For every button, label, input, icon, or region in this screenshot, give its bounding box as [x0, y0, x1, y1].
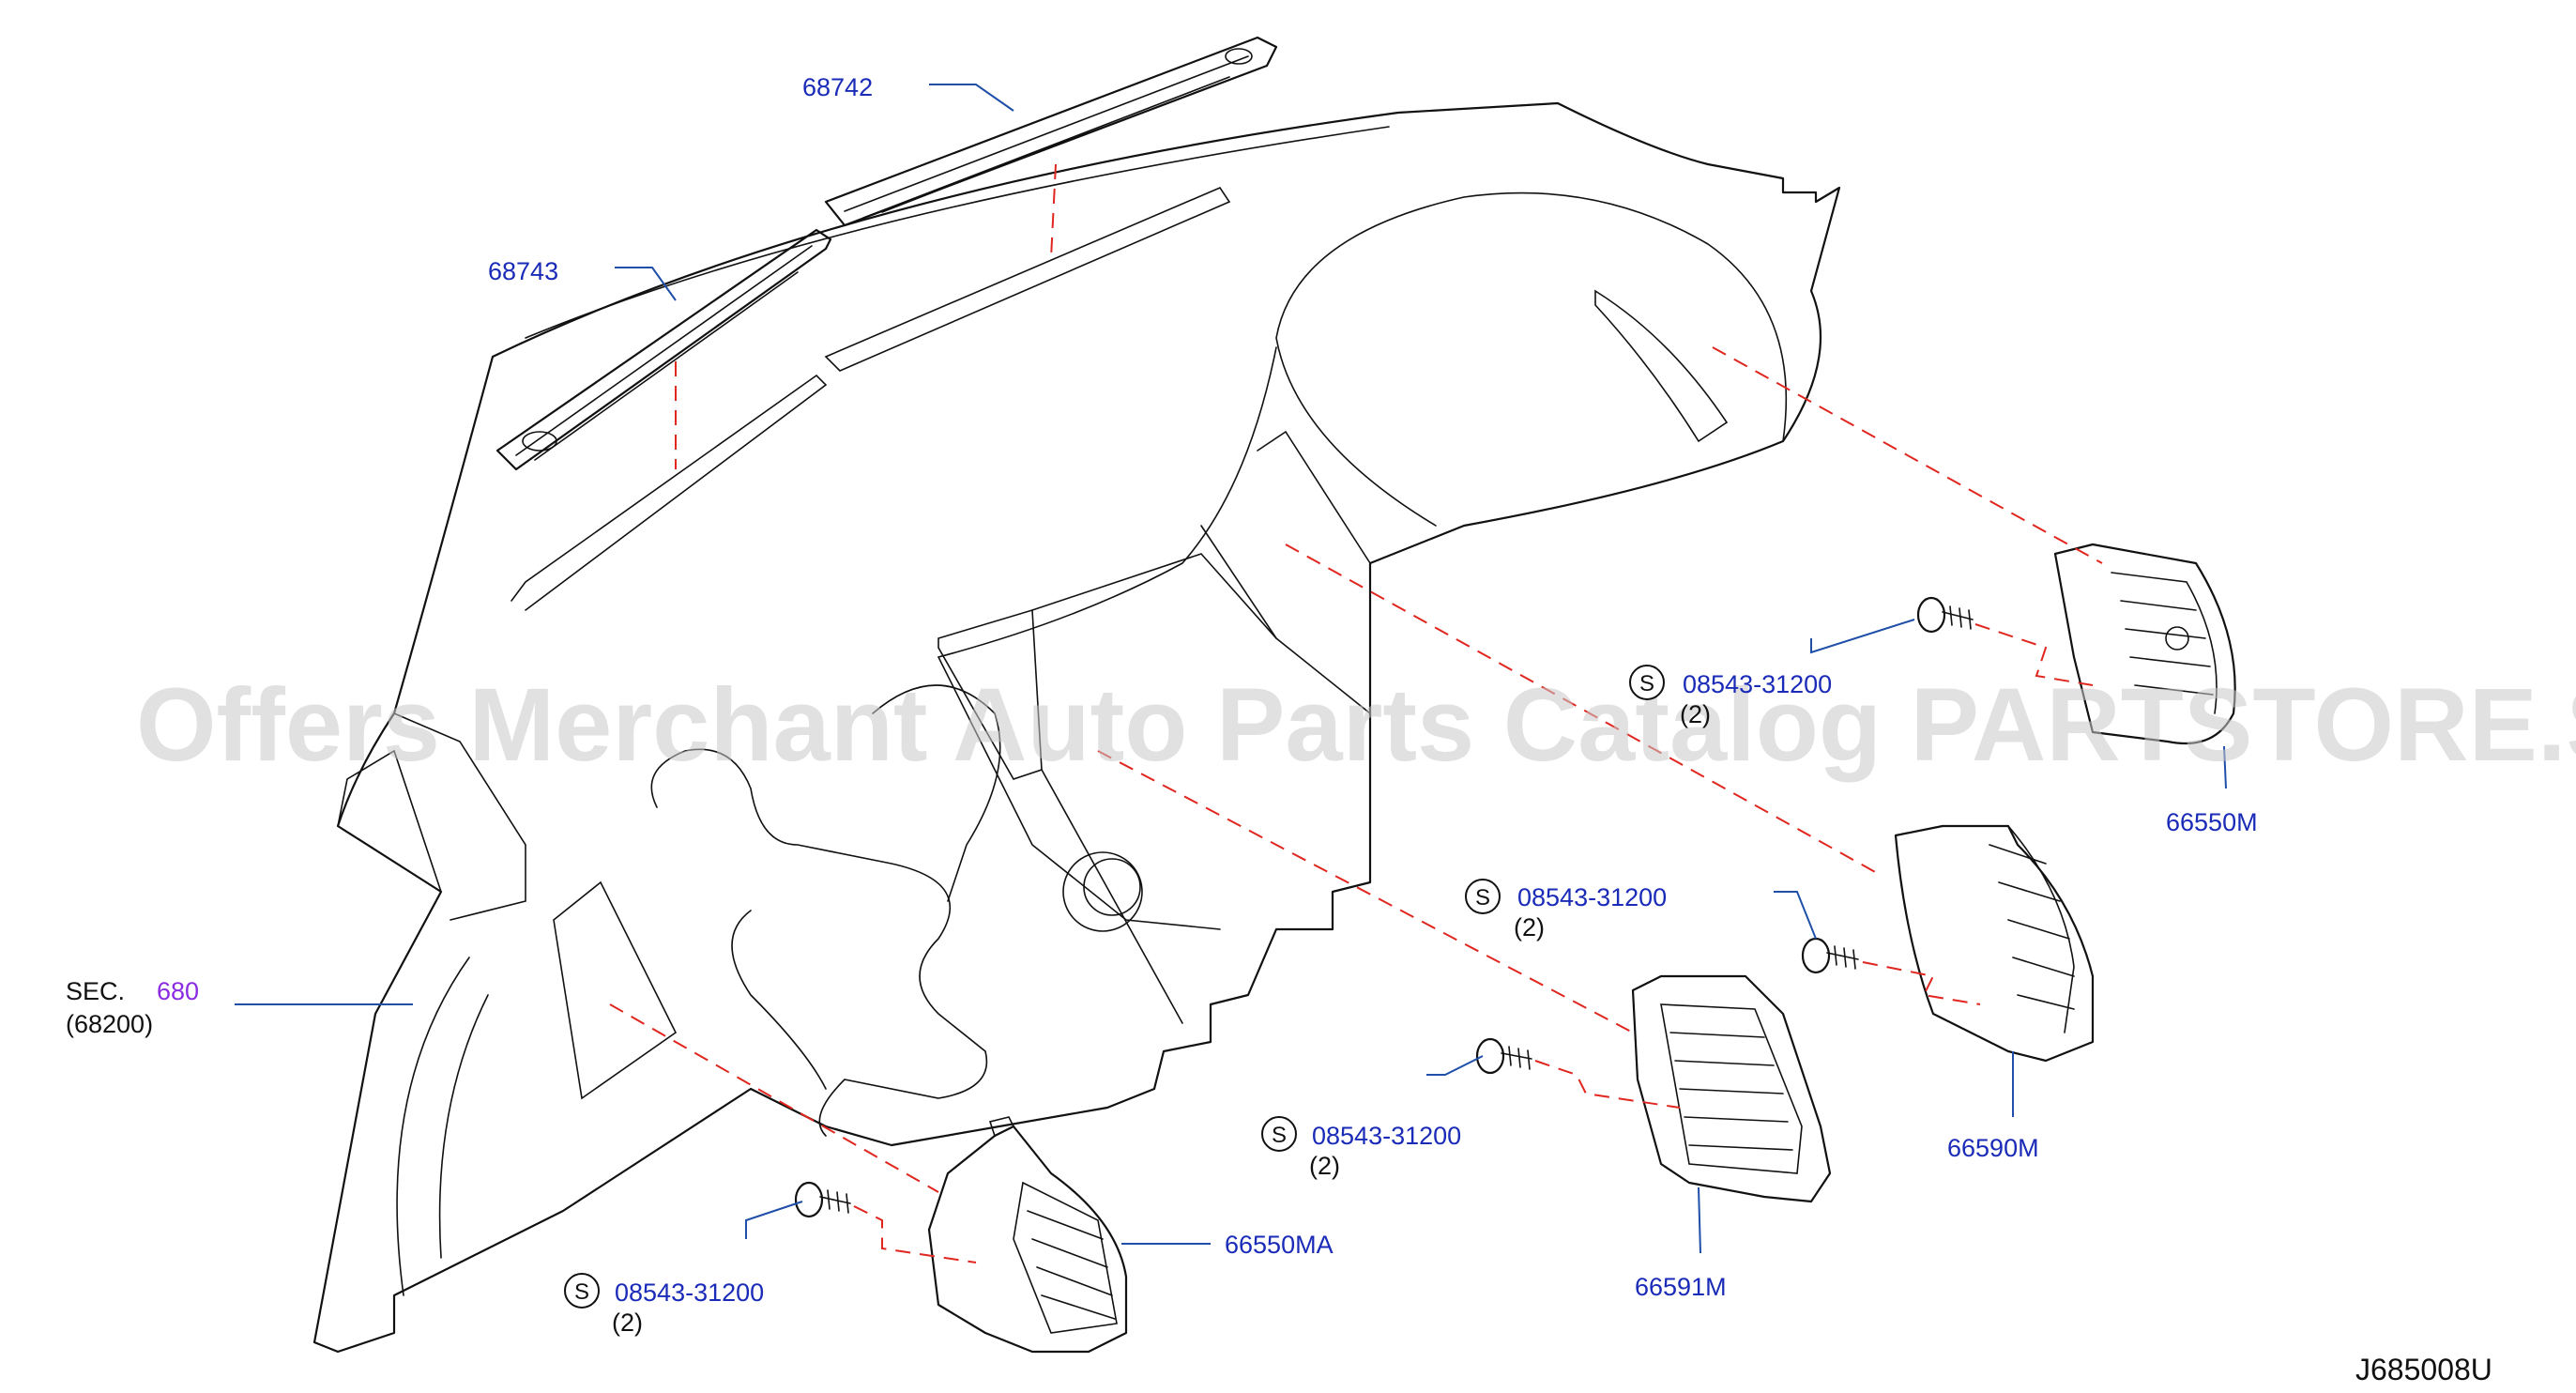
vent-66590M [1894, 824, 2095, 1063]
screw-qty-label: (2) [612, 1309, 643, 1337]
part-label-68743[interactable]: 68743 [488, 257, 558, 285]
part-label-66550M[interactable]: 66550M [2166, 808, 2258, 836]
screw-part-label[interactable]: 08543-31200 [1517, 883, 1667, 911]
screw-lower-left [794, 1181, 851, 1218]
standard-part-symbol-text: S [574, 1279, 589, 1305]
section-reference: SEC. 680 (68200) [66, 977, 199, 1038]
screw-callout-upper-right: S 08543-31200 (2) [1629, 665, 1832, 728]
standard-part-symbol-text: S [1475, 885, 1490, 911]
screw-qty-label: (2) [1309, 1152, 1340, 1180]
screw-qty-label: (2) [1514, 913, 1545, 941]
screw-part-label[interactable]: 08543-31200 [615, 1278, 764, 1307]
part-label-68742[interactable]: 68742 [802, 73, 873, 101]
section-number-link[interactable]: 680 [157, 977, 199, 1005]
diagram-code: J685008U [2355, 1353, 2492, 1386]
standard-part-symbol [1261, 1116, 1297, 1152]
section-prefix: SEC. [66, 977, 125, 1005]
vent-66550MA [927, 1116, 1128, 1354]
standard-part-symbol [564, 1273, 600, 1309]
screw-middle-right [1801, 937, 1859, 974]
part-label-66550MA[interactable]: 66550MA [1225, 1231, 1334, 1259]
screw-qty-label: (2) [1680, 700, 1711, 728]
screw-part-label[interactable]: 08543-31200 [1312, 1122, 1461, 1150]
watermark: Offers Merchant Auto Parts Catalog PARTS… [136, 667, 2576, 783]
defroster-grille-68743 [495, 228, 832, 471]
leader-lines [235, 84, 2227, 1254]
standard-part-symbol [1465, 879, 1501, 914]
screw-upper-right [1916, 596, 1974, 634]
standard-part-symbol [1629, 665, 1665, 700]
screw-callout-middle: S 08543-31200 (2) [1261, 1116, 1461, 1180]
assembly-lines [609, 163, 2103, 1263]
screw-callout-lower-left: S 08543-31200 (2) [564, 1273, 764, 1337]
standard-part-symbol-text: S [1272, 1123, 1287, 1148]
vent-66550M [2053, 543, 2236, 745]
standard-part-symbol-text: S [1639, 671, 1654, 696]
screw-part-label[interactable]: 08543-31200 [1683, 670, 1832, 698]
screw-callout-middle-right: S 08543-31200 (2) [1465, 879, 1667, 941]
part-label-66591M[interactable]: 66591M [1635, 1273, 1727, 1301]
part-label-66590M[interactable]: 66590M [1947, 1134, 2039, 1162]
vent-66591M [1631, 974, 1832, 1203]
defroster-grille-68742 [824, 36, 1278, 227]
screw-middle [1475, 1037, 1532, 1075]
dashboard-panel [312, 101, 1841, 1354]
section-subnumber: (68200) [66, 1010, 153, 1038]
